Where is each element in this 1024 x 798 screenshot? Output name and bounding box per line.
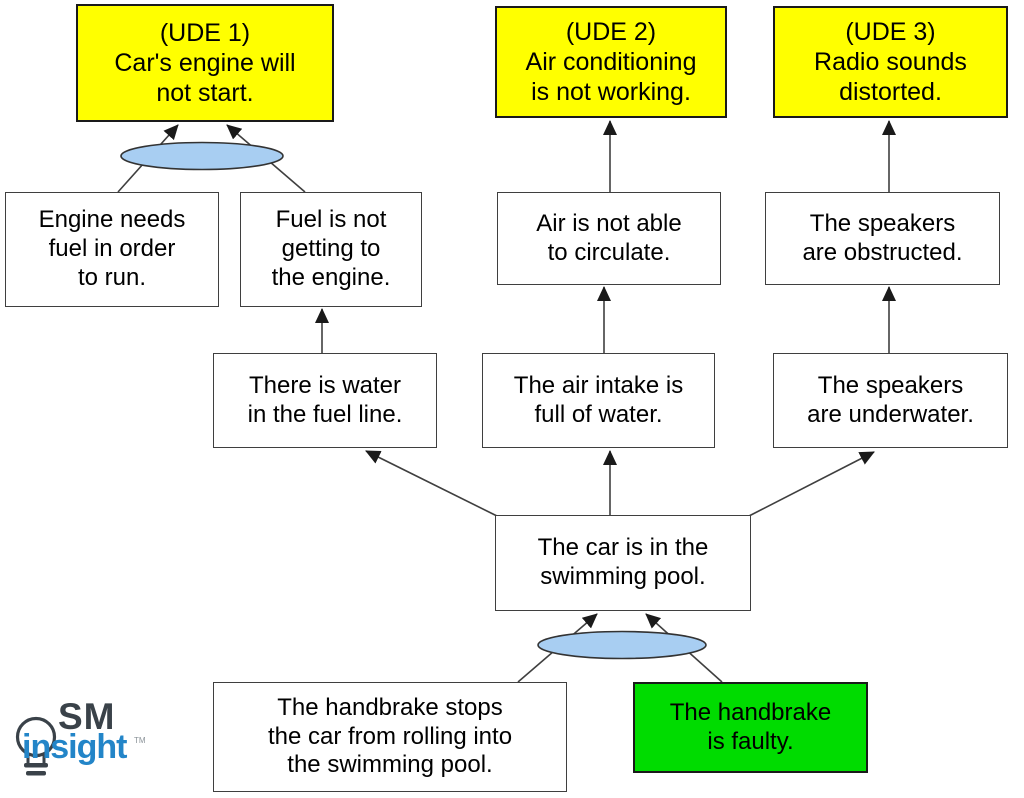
- logo-sm-text: SM: [58, 696, 116, 737]
- node-handbrake-faulty: The handbrake is faulty.: [633, 682, 868, 773]
- node-speakers-underwater: The speakers are underwater.: [773, 353, 1008, 448]
- node-car-in-pool: The car is in the swimming pool.: [495, 515, 751, 611]
- node-ude1: (UDE 1) Car's engine will not start.: [76, 4, 334, 122]
- arrow-car-to-water: [365, 450, 498, 517]
- and-junction-ellipse-bottom: [537, 630, 707, 660]
- node-ude3: (UDE 3) Radio sounds distorted.: [773, 6, 1008, 118]
- node-water-fuel-line: There is water in the fuel line.: [213, 353, 437, 448]
- logo-insight-text: insight: [22, 728, 127, 766]
- lightbulb-icon: [15, 716, 57, 776]
- node-engine-needs-fuel: Engine needs fuel in order to run.: [5, 192, 219, 307]
- node-handbrake-stops: The handbrake stops the car from rolling…: [213, 682, 567, 792]
- node-fuel-not-getting: Fuel is not getting to the engine.: [240, 192, 422, 307]
- and-junction-ellipse-top: [120, 141, 284, 171]
- smi-logo: insight SM TM: [8, 692, 168, 796]
- logo-trademark: TM: [134, 736, 146, 745]
- node-air-intake-water: The air intake is full of water.: [482, 353, 715, 448]
- arrow-car-to-underwater: [748, 451, 875, 517]
- node-air-not-circulate: Air is not able to circulate.: [497, 192, 721, 285]
- node-ude2: (UDE 2) Air conditioning is not working.: [495, 6, 727, 118]
- node-speakers-obstructed: The speakers are obstructed.: [765, 192, 1000, 285]
